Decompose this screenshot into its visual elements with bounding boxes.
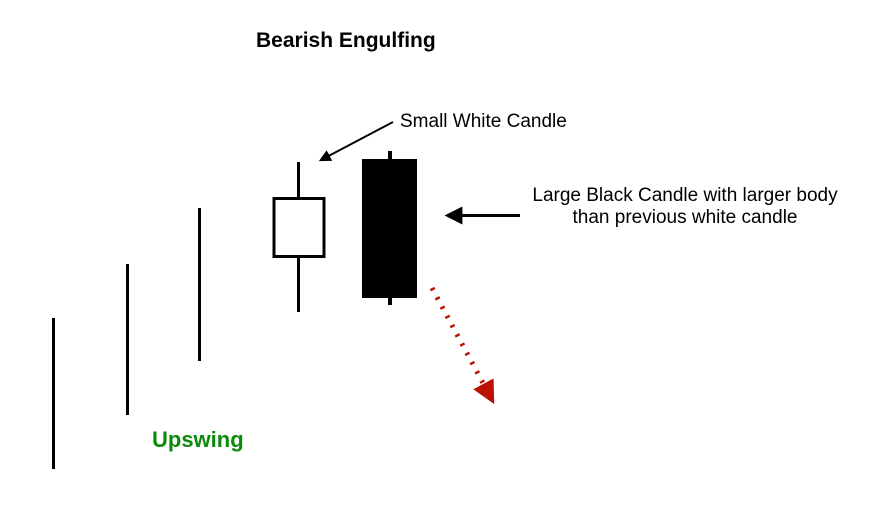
diagram-title: Bearish Engulfing <box>256 29 436 52</box>
large-black-candle <box>362 151 417 305</box>
small-white-candle <box>272 162 326 312</box>
large-black-candle-label-line1: Large Black Candle with larger body <box>532 185 838 206</box>
white-candle-body <box>272 197 326 258</box>
upswing-bars <box>52 208 201 469</box>
down-right-dotted-arrow-icon <box>429 286 495 405</box>
small-white-candle-label: Small White Candle <box>400 111 567 132</box>
down-left-arrow-icon <box>318 121 394 162</box>
large-black-candle-label: Large Black Candle with larger body than… <box>512 185 858 229</box>
upswing-label: Upswing <box>152 427 244 452</box>
large-black-candle-label-line2: than previous white candle <box>572 207 798 228</box>
black-candle-body <box>362 159 417 298</box>
